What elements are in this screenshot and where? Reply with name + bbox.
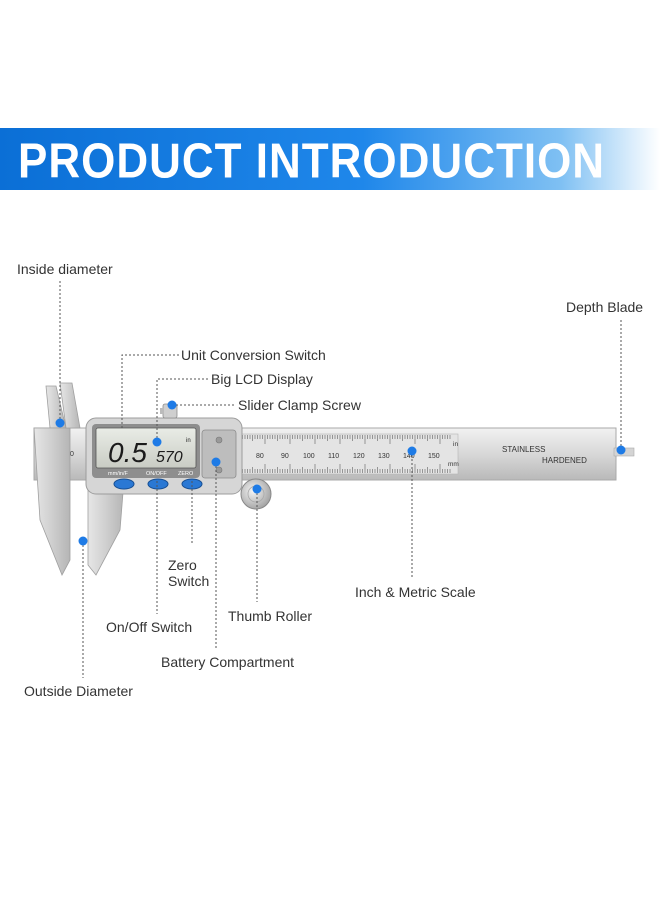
label-clamp-screw: Slider Clamp Screw: [238, 397, 361, 413]
metric-tick-label: 110: [328, 453, 339, 460]
unit-button-label: mm/in/F: [108, 471, 129, 477]
inch-unit-mark: in: [453, 441, 458, 448]
engraving-stainless: STAINLESS: [502, 445, 545, 454]
metric-tick-label: 130: [378, 453, 390, 460]
marker-inside-diameter: [55, 418, 65, 428]
unit-button[interactable]: [113, 478, 135, 490]
battery-compartment: [201, 429, 237, 479]
metric-unit-mark: mm: [448, 461, 459, 468]
label-zero-switch-line2: Switch: [168, 573, 210, 589]
lcd-main-reading: 0.5: [108, 437, 147, 468]
callout-markers: [55, 400, 626, 546]
leader-lines: [59, 281, 622, 678]
marker-clamp-screw: [167, 400, 177, 410]
marker-lcd: [152, 437, 162, 447]
marker-thumb-roller: [252, 484, 262, 494]
metric-tick-label: 150: [428, 453, 440, 460]
zero-mark: 0: [70, 451, 74, 458]
label-zero-switch-line1: Zero: [168, 557, 197, 573]
zero-button[interactable]: [181, 478, 203, 490]
lcd-display: 0.5 570 in: [95, 427, 197, 469]
label-inch-metric-scale: Inch & Metric Scale: [355, 584, 476, 600]
onoff-button[interactable]: [147, 478, 169, 490]
lcd-unit: in: [186, 438, 191, 444]
lcd-sub-reading: 570: [156, 449, 183, 466]
metric-tick-label: 140: [403, 453, 415, 460]
label-lcd-display: Big LCD Display: [211, 371, 313, 387]
scale-ticks: [239, 435, 451, 473]
label-depth-blade: Depth Blade: [566, 299, 644, 315]
metric-tick-label: 120: [353, 453, 365, 460]
label-thumb-roller: Thumb Roller: [228, 608, 313, 624]
label-battery-compartment: Battery Compartment: [161, 654, 295, 670]
label-onoff-switch: On/Off Switch: [106, 619, 193, 635]
marker-depth-blade: [616, 445, 626, 455]
title-banner: PRODUCT INTRODUCTION: [0, 128, 660, 190]
metric-tick-labels: 80 90 100 110 120 130 140 150: [256, 453, 440, 460]
marker-scale: [407, 446, 417, 456]
metric-tick-label: 100: [303, 453, 315, 460]
thumb-roller[interactable]: [240, 478, 272, 510]
metric-tick-label: 80: [256, 453, 264, 460]
metric-tick-label: 90: [281, 453, 289, 460]
zero-button-label: ZERO: [178, 471, 194, 477]
marker-battery: [211, 457, 221, 467]
marker-outside-diameter: [78, 536, 88, 546]
banner-title: PRODUCT INTRODUCTION: [18, 134, 606, 189]
onoff-button-label: ON/OFF: [146, 471, 167, 477]
label-outside-diameter: Outside Diameter: [24, 683, 133, 699]
label-unit-switch: Unit Conversion Switch: [181, 347, 326, 363]
label-inside-diameter: Inside diameter: [17, 261, 113, 277]
engraving-hardened: HARDENED: [542, 456, 587, 465]
